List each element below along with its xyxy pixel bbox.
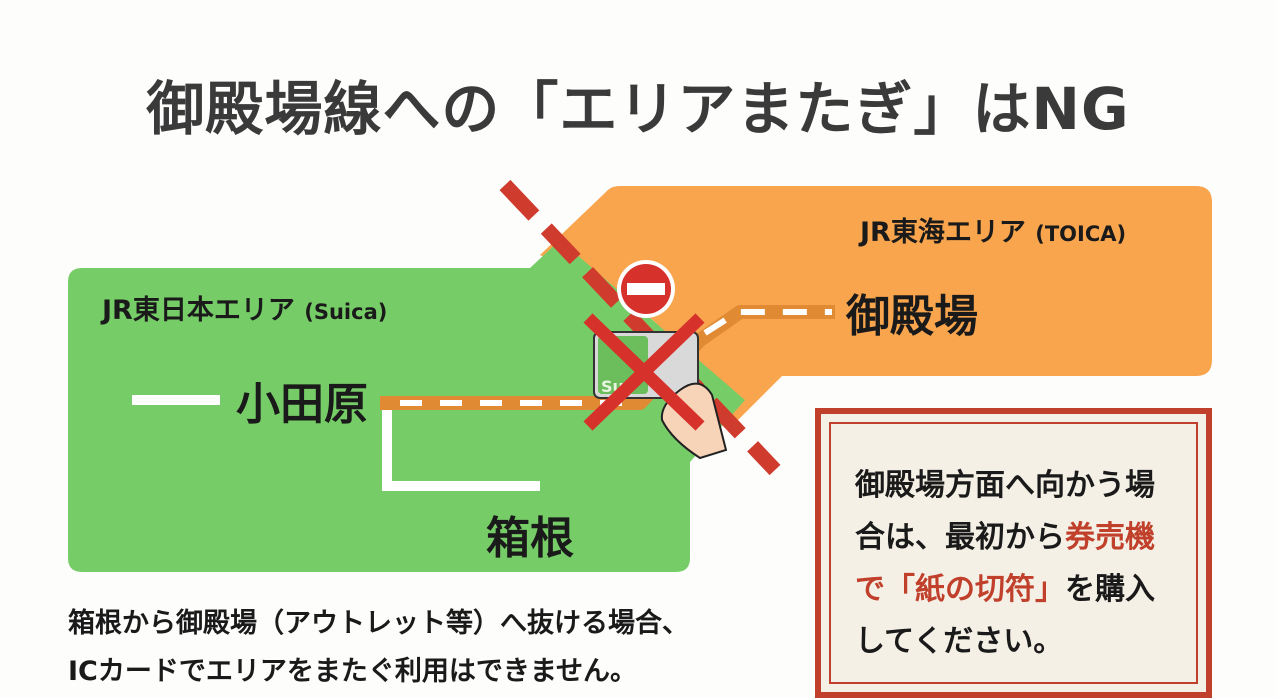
jr-east-name: JR東日本エリア [102, 295, 295, 326]
suica-label: (Suica) [304, 300, 388, 324]
station-hakone: 箱根 [486, 513, 574, 564]
notice-text: 御殿場方面へ向かう場 合は、最初から券売機 で「紙の切符」を購入 してください。 [855, 468, 1155, 659]
line-hakone [382, 403, 540, 491]
jr-central-area-label: JR東海エリア (TOICA) [860, 210, 1126, 249]
caption: 箱根から御殿場（アウトレット等）へ抜ける場合、 ICカードでエリアをまたぐ利用は… [68, 600, 689, 696]
highlight-paper-ticket: で「紙の切符」 [855, 572, 1065, 607]
notice-box: 御殿場方面へ向かう場 合は、最初から券売機 で「紙の切符」を購入 してください。 [815, 408, 1212, 698]
station-gotemba: 御殿場 [846, 291, 978, 342]
highlight-ticket-machine: 券売機 [1065, 520, 1155, 555]
notice-inner-border [829, 422, 1198, 684]
no-entry-icon [617, 260, 675, 318]
prohibited-x-icon [583, 313, 705, 431]
border-dashed-line [499, 179, 781, 476]
jr-central-name: JR東海エリア [860, 217, 1026, 248]
caption-line-1: 箱根から御殿場（アウトレット等）へ抜ける場合、 [68, 608, 689, 639]
page-title: 御殿場線への「エリアまたぎ」はNG [146, 75, 1130, 143]
toica-label: (TOICA) [1035, 222, 1127, 246]
line-west [132, 395, 220, 405]
route-gotemba [380, 305, 835, 410]
caption-line-2: ICカードでエリアをまたぐ利用はできません。 [68, 656, 638, 687]
jr-east-area-label: JR東日本エリア (Suica) [102, 288, 387, 327]
station-odawara: 小田原 [236, 379, 368, 430]
